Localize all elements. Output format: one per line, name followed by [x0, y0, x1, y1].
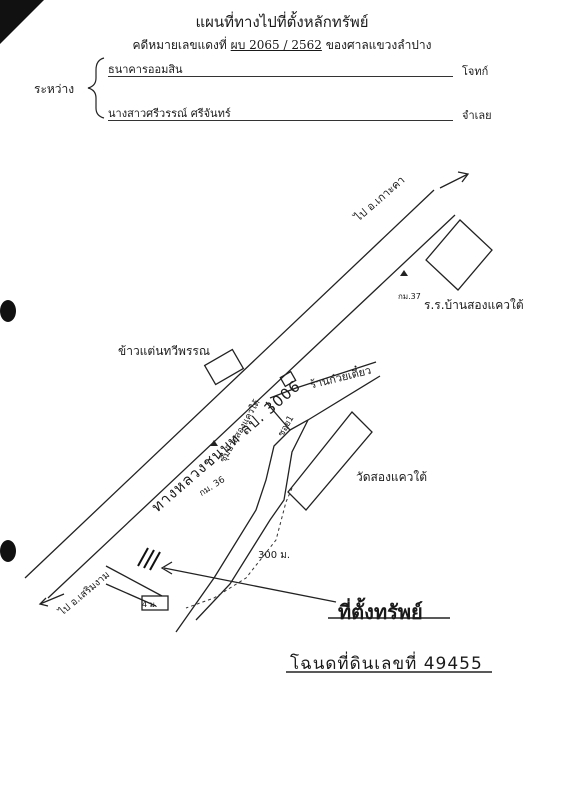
scan-corner-mark	[0, 0, 44, 44]
route-line	[185, 487, 293, 609]
property-location-label: ที่ตั้งทรัพย์	[338, 600, 423, 624]
plaintiff-name: ธนาคารออมสิน	[108, 60, 453, 77]
soi-edge	[195, 419, 309, 621]
south-arrow-head	[38, 597, 49, 607]
temple-area	[287, 411, 373, 511]
case-number: ผบ 2065 / 2562	[230, 38, 322, 52]
width-label: 4 ม.	[142, 600, 158, 609]
defendant-name: นางสาวศรีวรรณ์ ศรีจันทร์	[108, 104, 453, 121]
side-road-edge	[265, 375, 381, 431]
bus-stop-mark	[210, 440, 218, 446]
noodle-shop-building	[279, 370, 297, 388]
distance-label: 300 ม.	[258, 550, 291, 561]
property-road	[105, 583, 157, 607]
defendant-role: จำเลย	[462, 109, 492, 122]
rice-shop-label: ข้าวแต่นทวีพรรณ	[118, 344, 210, 358]
pointer-arrow	[163, 567, 337, 603]
temple-label: วัดสองแควใต้	[356, 470, 428, 484]
main-road-edge	[47, 214, 456, 599]
case-line: คดีหมายเลขแดงที่ ผบ 2065 / 2562 ของศาลแข…	[0, 36, 564, 55]
rice-shop-building	[203, 348, 245, 386]
km37-label: กม.37	[398, 292, 421, 301]
north-arrow-head	[457, 171, 470, 183]
school-building	[425, 219, 493, 291]
main-road-edge	[24, 189, 435, 579]
punch-hole	[0, 300, 16, 322]
plaintiff-role: โจทก์	[462, 65, 489, 78]
soi-edge	[175, 429, 291, 633]
between-label: ระหว่าง	[34, 82, 75, 96]
south-arrow	[39, 593, 65, 605]
pointer-arrowhead	[160, 561, 173, 575]
property-marker	[137, 547, 161, 571]
case-prefix: คดีหมายเลขแดงที่	[132, 38, 227, 52]
side-road-edge	[269, 361, 377, 399]
property-road	[105, 565, 163, 597]
deed-number-label: โฉนดที่ดินเลขที่ 49455	[290, 654, 483, 674]
north-arrow	[439, 173, 469, 189]
document-title: แผนที่ทางไปที่ตั้งหลักทรัพย์	[195, 13, 369, 31]
court-name: ของศาลแขวงลำปาง	[325, 38, 432, 52]
km37-mark	[400, 270, 408, 276]
punch-hole	[0, 540, 16, 562]
property-plot	[141, 595, 169, 611]
school-label: ร.ร.บ้านสองแควใต้	[424, 298, 524, 312]
